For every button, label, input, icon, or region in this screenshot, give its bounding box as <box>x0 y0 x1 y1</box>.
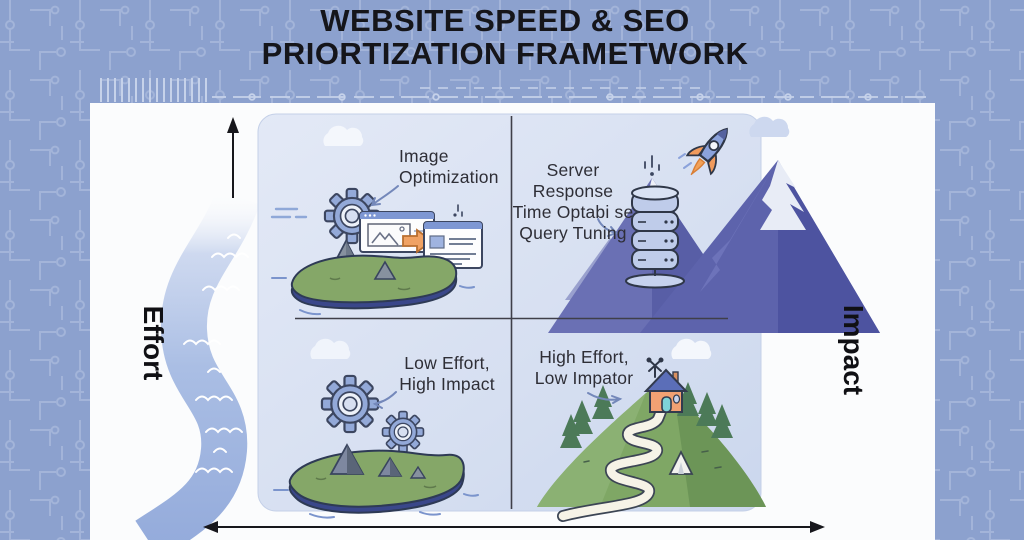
circuit-band <box>98 78 926 102</box>
island-icon <box>271 254 475 316</box>
rocket-icon <box>678 127 728 176</box>
x-axis-label: Impact <box>838 304 869 396</box>
speed-dashes-icon <box>270 207 308 219</box>
quadrant-dividers <box>295 116 728 509</box>
tent-icon <box>668 449 694 475</box>
quadrant-label-top-left: Image Optimization <box>399 146 499 187</box>
sparkle-icon <box>453 204 463 217</box>
server-stack-icon <box>625 185 685 289</box>
annotation-arrow-icon <box>370 185 399 207</box>
rock-icon <box>373 260 397 280</box>
quadrant-label-bottom-right: High Effort, Low Impator <box>534 347 634 388</box>
annotation-arrow-icon <box>587 392 623 404</box>
y-axis-label: Effort <box>138 305 169 381</box>
quadrant-label-top-right: Server Response Time Optabi se Query Tun… <box>512 160 634 243</box>
annotation-arrow-icon <box>597 218 618 237</box>
title-line-2: PRIORTIZATION FRAMETWORK <box>261 36 749 71</box>
double-arrow-icon <box>203 521 825 533</box>
annotation-arrow-icon <box>372 391 397 409</box>
house-icon <box>643 368 689 413</box>
gear-icon <box>320 374 380 434</box>
poster-title: WEBSITE SPEED & SEO PRIORTIZATION FRAMET… <box>0 4 1010 70</box>
island-icon <box>273 443 479 519</box>
hill-icon <box>537 382 766 522</box>
sparkle-icon <box>644 155 660 176</box>
river-icon <box>135 188 260 540</box>
winding-path-icon <box>557 402 668 522</box>
weather-vane-icon <box>646 357 664 378</box>
quadrant-label-bottom-left: Low Effort, High Impact <box>399 353 495 394</box>
title-line-1: WEBSITE SPEED & SEO <box>320 3 690 38</box>
rock-icon <box>329 443 427 479</box>
gear-icon <box>381 410 425 454</box>
up-arrow-icon <box>227 117 239 198</box>
